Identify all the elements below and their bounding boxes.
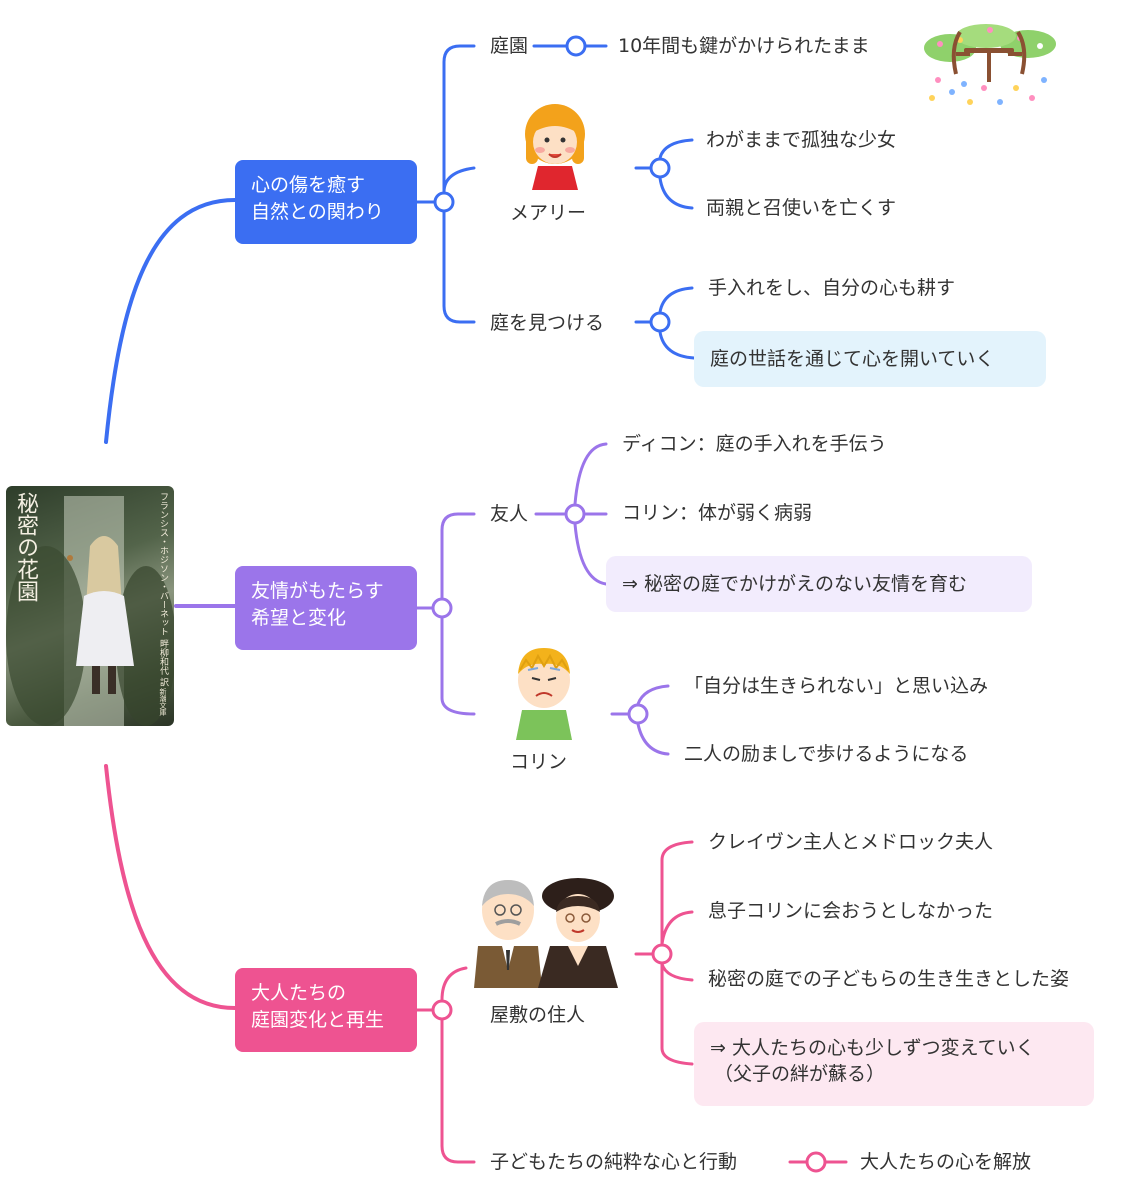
node-children-detail[interactable]: 大人たちの心を解放 (860, 1151, 1032, 1173)
book-cover-image: 秘密の花園 フランシス・ホジソン・バーネット 畔柳和代 訳 新潮文庫 (6, 486, 174, 726)
node-garden[interactable]: 庭園 (490, 35, 529, 57)
node-find-1[interactable]: 手入れをし、自分の心も耕す (708, 277, 956, 299)
connector-root-branch-3 (104, 764, 237, 1010)
node-res-1[interactable]: クレイヴン主人とメドロック夫人 (708, 831, 994, 853)
book-publisher: 新潮文庫 (159, 688, 167, 716)
mary-illustration (525, 104, 585, 190)
node-res-3[interactable]: 秘密の庭での子どもらの生き生きとした姿 (708, 968, 1070, 990)
node-find-2: 庭の世話を通じて心を開いていく (710, 348, 995, 370)
book-title: 秘密の花園 (13, 492, 38, 602)
node-mary[interactable]: メアリー (510, 202, 587, 224)
colin-illustration (516, 648, 572, 740)
girl-in-garden-illustration (6, 496, 174, 726)
book-author: フランシス・ホジソン・バーネット 畔柳和代 訳 (158, 492, 168, 687)
branch-topic-label: 友情がもたらす 希望と変化 (251, 580, 384, 629)
node-res-4-highlight[interactable]: ⇒ 大人たちの心も少しずつ変えていく （父子の絆が蘇る） (694, 1022, 1094, 1106)
node-res-4a: ⇒ 大人たちの心も少しずつ変えていく (710, 1037, 1035, 1059)
node-colin[interactable]: コリン (510, 751, 568, 773)
node-friends-3-highlight[interactable]: ⇒ 秘密の庭でかけがえのない友情を育む (606, 556, 1032, 612)
branch-topic-nature[interactable]: 心の傷を癒す 自然との関わり (235, 160, 417, 244)
node-residents[interactable]: 屋敷の住人 (490, 1004, 586, 1026)
garden-table-illustration (924, 24, 1056, 105)
residents-illustration (474, 878, 618, 988)
branch-topic-label: 大人たちの 庭園変化と再生 (251, 982, 385, 1031)
node-find-2-highlight[interactable]: 庭の世話を通じて心を開いていく (694, 331, 1046, 387)
node-friends-1[interactable]: ディコン：庭の手入れを手伝う (622, 433, 887, 455)
branch-topic-label: 心の傷を癒す 自然との関わり (251, 174, 384, 223)
node-children[interactable]: 子どもたちの純粋な心と行動 (490, 1151, 738, 1173)
node-friends-2[interactable]: コリン：体が弱く病弱 (622, 502, 813, 524)
node-friends-3: ⇒ 秘密の庭でかけがえのない友情を育む (622, 573, 967, 595)
node-find-garden[interactable]: 庭を見つける (490, 312, 605, 334)
node-garden-detail[interactable]: 10年間も鍵がかけられたまま (618, 35, 870, 57)
node-colin-1[interactable]: 「自分は生きられない」と思い込み (684, 675, 989, 697)
node-res-2[interactable]: 息子コリンに会おうとしなかった (708, 900, 994, 922)
connector-root-branch-1 (104, 198, 237, 444)
node-mary-1[interactable]: わがままで孤独な少女 (706, 129, 897, 151)
node-friends[interactable]: 友人 (490, 503, 529, 525)
branch-topic-adults[interactable]: 大人たちの 庭園変化と再生 (235, 968, 417, 1052)
node-colin-2[interactable]: 二人の励ましで歩けるようになる (684, 743, 969, 765)
node-mary-2[interactable]: 両親と召使いを亡くす (706, 197, 897, 219)
node-res-4b: （父子の絆が蘇る） (714, 1063, 886, 1085)
branch-topic-friendship[interactable]: 友情がもたらす 希望と変化 (235, 566, 417, 650)
